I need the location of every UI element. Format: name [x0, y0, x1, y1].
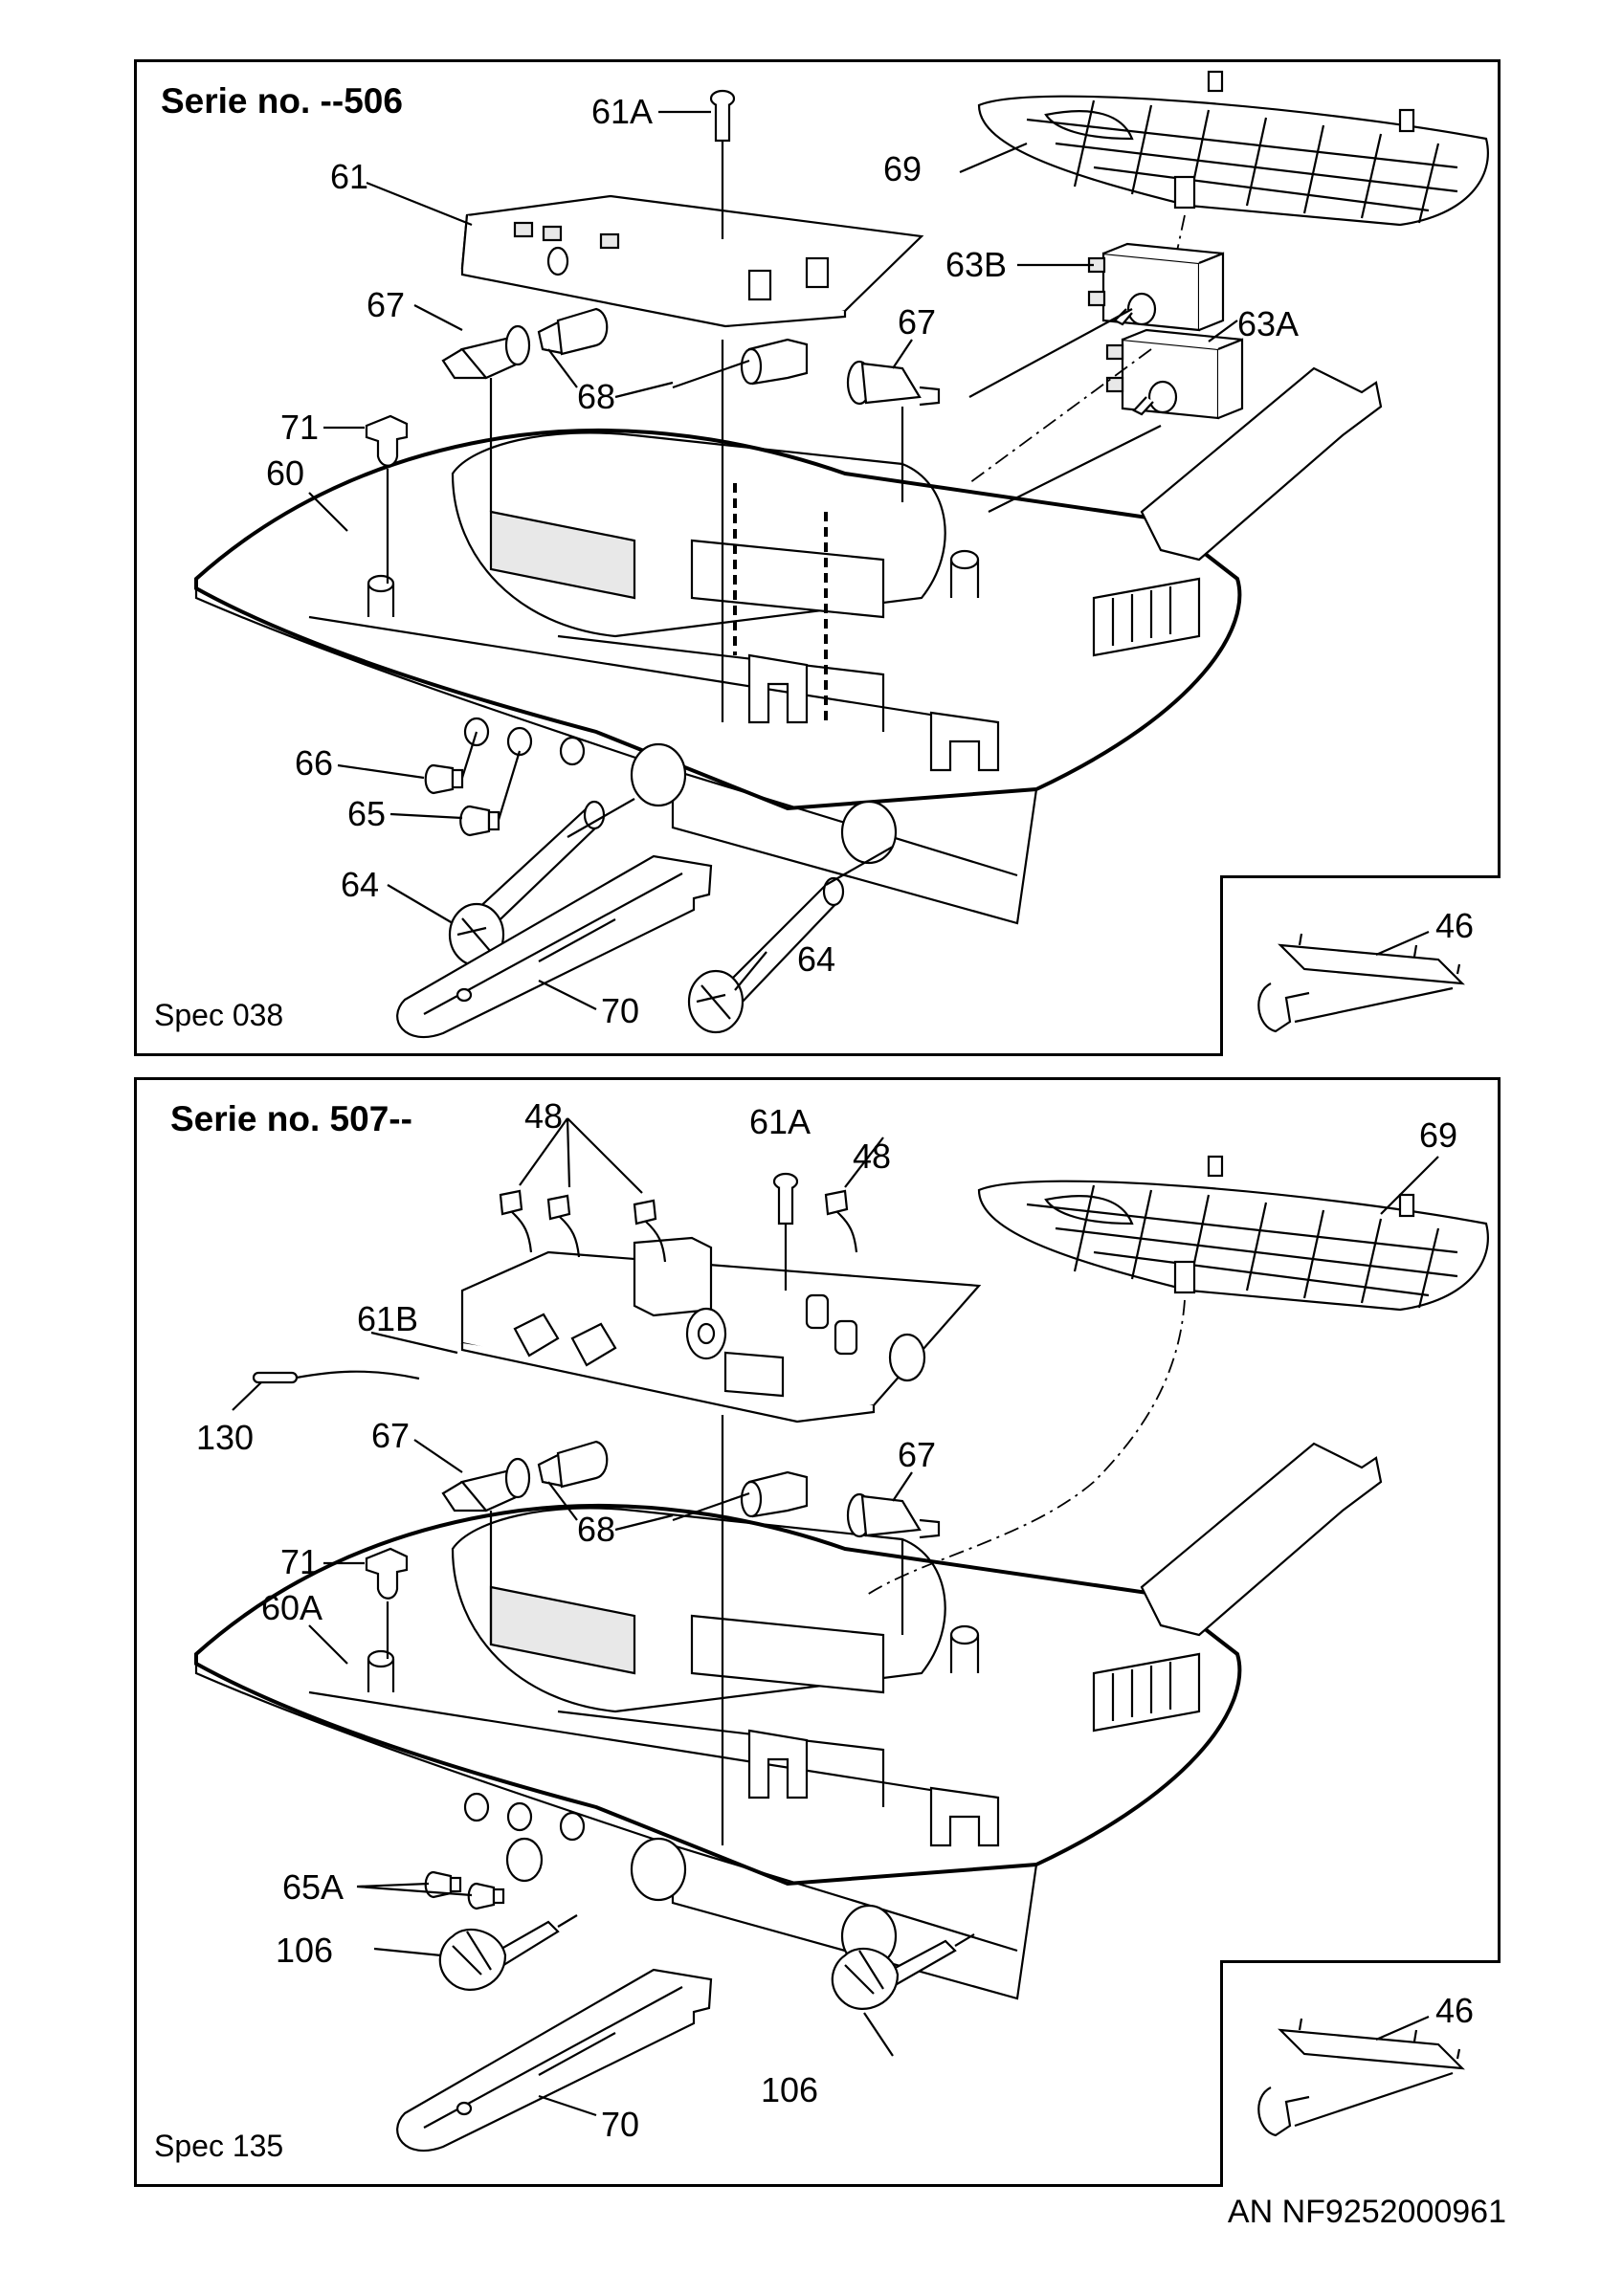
housing-part-60a	[194, 1442, 1383, 2000]
pcb-part-61b	[460, 1236, 982, 1424]
knob-right-part-106	[831, 1933, 975, 2057]
lampholder-right-part-67	[846, 1492, 941, 1635]
callout-70: 70	[601, 2105, 639, 2144]
exploded-view-diagram: 48 48 61A 69 61B 130 67 67 68 71 60A 65A…	[194, 1096, 1489, 2152]
grille-part-69	[863, 1155, 1489, 1598]
detail-inset: 46	[1220, 875, 1501, 1056]
callout-63b: 63B	[945, 245, 1007, 284]
callout-63a: 63A	[1237, 304, 1299, 343]
serie-title: Serie no. --506	[161, 81, 403, 121]
document-code: AN NF9252000961	[1227, 2194, 1506, 2230]
callout-64-right: 64	[797, 939, 835, 979]
leader-lines	[308, 110, 1238, 991]
lamp-part-65a	[356, 1870, 505, 1910]
serie-title: Serie no. 507--	[170, 1099, 412, 1138]
housing-part-60	[194, 366, 1383, 925]
callout-46: 46	[1435, 1991, 1474, 2030]
callout-67-left: 67	[367, 285, 405, 324]
callout-71: 71	[280, 1542, 319, 1581]
callout-106-right: 106	[761, 2070, 818, 2109]
callout-48-right: 48	[853, 1137, 891, 1176]
slider-part-70	[396, 854, 713, 1039]
clip-part-71	[365, 414, 409, 584]
switch-part-63b	[1087, 242, 1225, 332]
detail-inset-drawing: 46	[1257, 906, 1474, 1033]
callout-65a: 65A	[282, 1867, 344, 1907]
screw-part-61a	[721, 1172, 799, 1845]
screw-part-61a	[709, 89, 736, 722]
callout-67-left: 67	[371, 1416, 410, 1455]
panel-serie-507: Serie no. 507-- Spec 135	[134, 1077, 1501, 2187]
callout-67-right: 67	[898, 1435, 936, 1474]
callout-66: 66	[295, 743, 333, 783]
callout-60: 60	[266, 453, 304, 493]
lampholder-right-part-67	[846, 360, 941, 502]
lamp-part-66	[424, 731, 478, 795]
sensor-part-130	[232, 1370, 420, 1411]
lamp-part-65	[459, 750, 522, 837]
callout-64-left: 64	[341, 865, 379, 904]
spec-label: Spec 135	[154, 2129, 284, 2163]
callout-46: 46	[1435, 906, 1474, 945]
callout-68: 68	[577, 1510, 615, 1549]
callout-69: 69	[1419, 1115, 1457, 1155]
bulb-left-part-68	[537, 307, 609, 388]
callout-60a: 60A	[261, 1588, 322, 1627]
bulb-right-part-68	[672, 338, 809, 389]
knob-right-part-64	[687, 846, 894, 1034]
connector-part-48	[499, 1117, 884, 1263]
lampholder-left-part-67	[441, 1457, 531, 1645]
callout-61b: 61B	[357, 1299, 418, 1338]
pcb-part-61	[460, 194, 924, 328]
callout-70: 70	[601, 991, 639, 1030]
panel-serie-506: Serie no. --506 Spec 038	[134, 59, 1501, 1056]
callout-69: 69	[883, 149, 922, 188]
lampholder-left-part-67	[441, 324, 531, 512]
exploded-view-diagram: 61A 61 69 63B 63A 67 67 68 71 60 66 65 6…	[194, 70, 1489, 1039]
bulb-right-part-68	[672, 1470, 809, 1522]
grille-part-69	[977, 70, 1489, 283]
callout-61a: 61A	[749, 1102, 811, 1141]
callout-106-left: 106	[276, 1931, 333, 1970]
spec-label: Spec 038	[154, 998, 284, 1032]
detail-inset: 46	[1220, 1960, 1501, 2187]
callout-71: 71	[280, 408, 319, 447]
callout-68: 68	[577, 377, 615, 416]
detail-inset-drawing: 46	[1257, 1991, 1474, 2137]
leader-lines	[308, 1156, 1439, 1665]
slider-part-70	[396, 1968, 713, 2152]
knob-left-part-106	[373, 1914, 578, 1991]
callout-65: 65	[347, 794, 386, 833]
clip-part-71	[365, 1547, 409, 1659]
bulb-left-part-68	[537, 1440, 609, 1521]
switch-part-63a	[968, 308, 1244, 513]
callout-61a: 61A	[591, 92, 653, 131]
callout-130: 130	[196, 1418, 254, 1457]
callout-61: 61	[330, 157, 368, 196]
callout-67-right: 67	[898, 302, 936, 342]
callout-48-left: 48	[524, 1096, 563, 1136]
